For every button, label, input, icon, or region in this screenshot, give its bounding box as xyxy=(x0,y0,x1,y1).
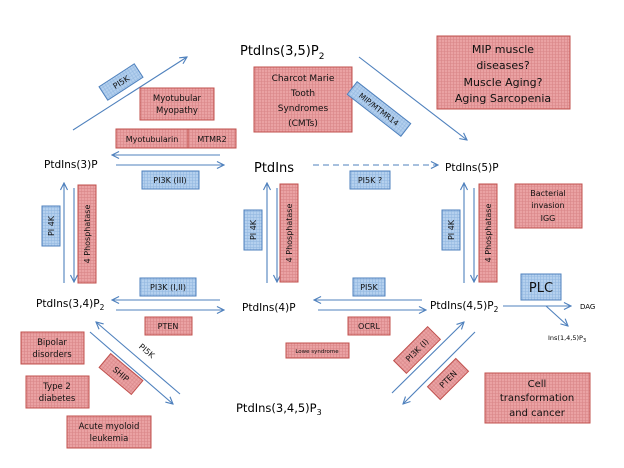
svg-text:PI3K (III): PI3K (III) xyxy=(153,176,186,185)
disease-box-cell-transformation-cancer: Cell transformation and cancer xyxy=(484,372,591,424)
svg-text:PI 4K: PI 4K xyxy=(249,219,258,240)
node-ptdins: PtdIns xyxy=(254,161,294,176)
svg-text:MTMR2: MTMR2 xyxy=(197,135,226,144)
svg-text:OCRL: OCRL xyxy=(358,322,380,331)
disease-box-lowe-syndrome: Lowe syndrome xyxy=(285,342,350,359)
svg-text:Myopathy: Myopathy xyxy=(156,106,198,116)
svg-text:Cell: Cell xyxy=(528,379,547,390)
arrow-45p2-to-ins145p3 xyxy=(545,305,568,326)
enzyme-mtmr2: MTMR2 xyxy=(187,128,237,149)
enzyme-pi5k-top: PI5K xyxy=(98,63,144,101)
node-ptdins-4-5-p2: PtdIns(4,5)P2 xyxy=(430,300,499,314)
arrow-45p2-to-345p3 xyxy=(403,331,476,404)
enzyme-ship: SHIP xyxy=(98,352,144,396)
svg-text:Bipolar: Bipolar xyxy=(37,338,67,348)
svg-text:4 Phosphatase: 4 Phosphatase xyxy=(484,204,493,263)
node-ptdins-3-5-p2: PtdIns(3,5)P2 xyxy=(240,44,324,62)
svg-text:PI3K (I,II): PI3K (I,II) xyxy=(150,283,186,292)
svg-text:Myotubular: Myotubular xyxy=(153,94,202,104)
disease-box-mip: MIP muscle diseases? Muscle Aging? Aging… xyxy=(436,35,571,110)
svg-text:Bacterial: Bacterial xyxy=(530,189,565,198)
enzyme-pten-right: PTEN xyxy=(426,357,470,401)
enzyme-pi3k-iii: PI3K (III) xyxy=(141,170,200,190)
node-ptdins-5p: PtdIns(5)P xyxy=(445,162,499,174)
enzyme-pi4k-left: PI 4K xyxy=(41,205,61,247)
disease-box-aml: Acute myoloid leukemia xyxy=(66,415,152,449)
svg-text:diabetes: diabetes xyxy=(39,394,76,404)
arrow-345p3-to-34p2 xyxy=(96,322,181,395)
svg-text:Myotubularin: Myotubularin xyxy=(126,135,179,144)
enzyme-pi5k-question: PI5K ? xyxy=(349,170,391,190)
enzyme-pi3k-i: PI3K (I) xyxy=(392,325,442,375)
svg-text:Type 2: Type 2 xyxy=(42,382,71,392)
svg-text:diseases?: diseases? xyxy=(476,59,530,72)
svg-text:invasion: invasion xyxy=(531,201,564,210)
svg-text:PI 4K: PI 4K xyxy=(47,215,56,236)
node-dag: DAG xyxy=(580,303,595,311)
disease-box-myotubular-myopathy: Myotubular Myopathy xyxy=(139,87,215,121)
arrow-35p2-to-5p xyxy=(358,56,467,140)
svg-text:Charcot Marie: Charcot Marie xyxy=(272,74,335,84)
svg-text:Lowe syndrome: Lowe syndrome xyxy=(295,349,339,355)
svg-text:PTEN: PTEN xyxy=(158,322,179,331)
svg-text:PI5K ?: PI5K ? xyxy=(358,176,382,185)
svg-text:Muscle Aging?: Muscle Aging? xyxy=(464,76,543,89)
svg-text:IGG: IGG xyxy=(541,214,556,223)
enzyme-myotubularin: Myotubularin xyxy=(115,128,189,149)
svg-text:MIP muscle: MIP muscle xyxy=(472,43,534,56)
node-ptdins-4p: PtdIns(4)P xyxy=(242,302,296,314)
svg-text:PI5K: PI5K xyxy=(360,283,378,292)
svg-text:transformation: transformation xyxy=(500,393,574,404)
arrow-345p3-to-45p2 xyxy=(391,322,464,394)
svg-text:PLC: PLC xyxy=(529,281,553,296)
svg-text:and cancer: and cancer xyxy=(509,408,566,419)
svg-text:(CMTs): (CMTs) xyxy=(288,119,318,129)
enzyme-pi5k-diag: PI5K xyxy=(137,342,157,361)
disease-box-bacterial-invasion: Bacterial invasion IGG xyxy=(514,183,583,229)
enzyme-4-phosphatase-mid: 4 Phosphatase xyxy=(279,183,299,283)
arrow-3p-to-35p2 xyxy=(72,57,187,131)
enzyme-ocrl: OCRL xyxy=(347,316,391,336)
disease-box-bipolar: Bipolar disorders xyxy=(20,331,85,365)
enzyme-4-phosphatase-right: 4 Phosphatase xyxy=(478,183,498,283)
disease-box-type2-diabetes: Type 2 diabetes xyxy=(25,375,90,409)
svg-text:Aging Sarcopenia: Aging Sarcopenia xyxy=(455,92,551,105)
node-ins-1-4-5-p3: Ins(1,4,5)P3 xyxy=(548,334,586,344)
svg-text:4 Phosphatase: 4 Phosphatase xyxy=(83,205,92,264)
enzyme-pi4k-right: PI 4K xyxy=(441,209,461,251)
node-ptdins-3-4-p2: PtdIns(3,4)P2 xyxy=(36,298,105,312)
enzyme-pi4k-mid: PI 4K xyxy=(243,209,263,251)
node-ptdins-3-4-5-p3: PtdIns(3,4,5)P3 xyxy=(236,401,322,417)
enzyme-plc: PLC xyxy=(520,273,562,301)
svg-text:Tooth: Tooth xyxy=(290,89,315,99)
svg-text:Acute myoloid: Acute myoloid xyxy=(79,422,140,432)
svg-text:leukemia: leukemia xyxy=(90,434,129,444)
svg-text:MIP/MTMR14: MIP/MTMR14 xyxy=(357,91,401,128)
svg-text:PI 4K: PI 4K xyxy=(447,219,456,240)
svg-text:Syndromes: Syndromes xyxy=(278,104,329,114)
arrows xyxy=(64,57,571,404)
enzyme-pi3k-i-ii: PI3K (I,II) xyxy=(139,277,197,297)
enzyme-pten-left: PTEN xyxy=(144,316,193,336)
svg-text:4 Phosphatase: 4 Phosphatase xyxy=(285,204,294,263)
node-ptdins-3p: PtdIns(3)P xyxy=(44,159,98,171)
enzyme-4-phosphatase-left: 4 Phosphatase xyxy=(77,184,97,284)
arrow-34p2-to-345p3 xyxy=(89,331,173,404)
disease-box-cmt: Charcot Marie Tooth Syndromes (CMTs) xyxy=(253,66,353,133)
enzyme-pi5k-mid: PI5K xyxy=(352,277,386,297)
svg-text:disorders: disorders xyxy=(32,350,72,360)
